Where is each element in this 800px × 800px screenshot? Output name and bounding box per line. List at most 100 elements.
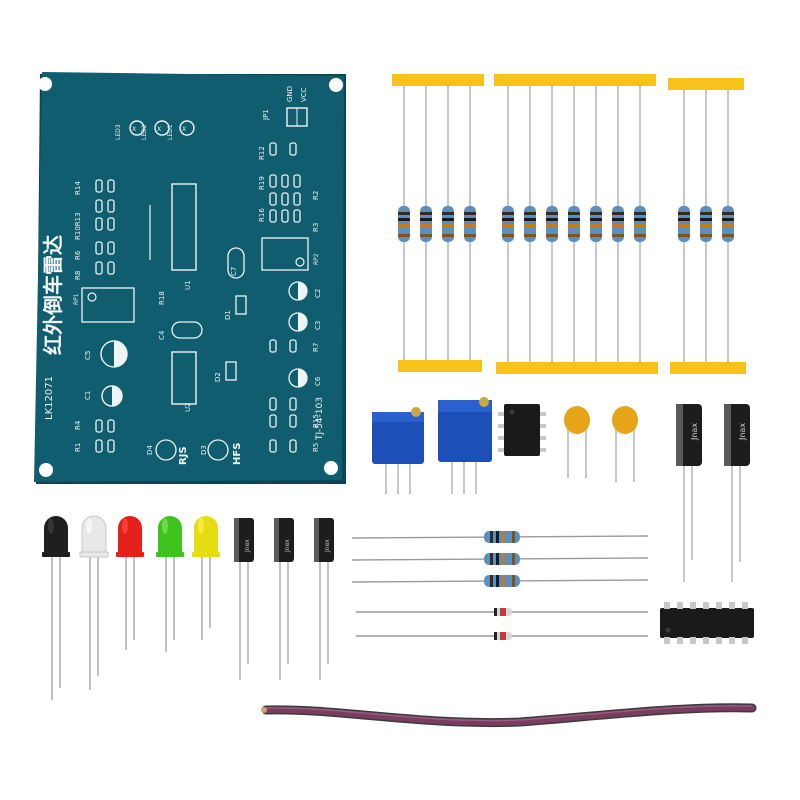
- electrolytic-cap-large-1: Jnax: [676, 404, 702, 582]
- board-model: LK12071: [44, 376, 55, 420]
- board-code: TJ-54-103: [315, 397, 325, 441]
- cap-brand: Jnax: [738, 423, 747, 441]
- electrolytic-cap-small: Jnex: [234, 518, 254, 680]
- resistor: [484, 553, 520, 565]
- ceramic-cap-2: [612, 406, 638, 482]
- svg-text:LED1: LED1: [167, 124, 174, 140]
- led-footprints: X X X LED3 LED2 LED1: [115, 120, 195, 140]
- svg-text:R3: R3: [312, 223, 320, 232]
- svg-text:R14: R14: [74, 181, 82, 195]
- mount-hole: [39, 463, 53, 477]
- horizontal-components: [351, 531, 649, 640]
- cap-brand: Jnex: [284, 539, 291, 553]
- svg-text:R18: R18: [158, 291, 166, 305]
- svg-text:X: X: [182, 126, 186, 133]
- cap-brand: Jnax: [690, 423, 699, 441]
- mount-hole: [38, 77, 52, 91]
- electrolytic-cap-small: Jnex: [274, 518, 294, 680]
- resistor: [398, 206, 410, 242]
- dip8-chip: [498, 404, 546, 456]
- trimmer-pot-1: [372, 407, 424, 494]
- svg-text:R19: R19: [258, 176, 266, 190]
- u1-footprint: [171, 183, 197, 271]
- led: [42, 516, 70, 700]
- u2-footprint: [171, 351, 197, 405]
- led: [79, 515, 109, 690]
- resistor: [502, 206, 514, 242]
- svg-text:C4: C4: [158, 330, 166, 340]
- svg-text:D4: D4: [146, 445, 154, 455]
- svg-text:LED2: LED2: [141, 124, 148, 140]
- sensor-rjs: RJS: [178, 446, 189, 465]
- small-electrolytic-caps: Jnex Jnex Jnex: [234, 518, 334, 680]
- svg-text:C7: C7: [230, 267, 238, 276]
- jumper-name: JP1: [262, 109, 270, 121]
- resistor: [590, 206, 602, 242]
- resistor: [464, 206, 476, 242]
- dip14-chip: [660, 602, 754, 644]
- sensor-hfs: HFS: [232, 443, 243, 465]
- svg-text:C5: C5: [84, 351, 92, 360]
- svg-text:R1: R1: [74, 443, 82, 452]
- svg-text:U1: U1: [184, 280, 192, 290]
- led: [116, 516, 144, 650]
- svg-text:RP1: RP1: [73, 293, 80, 305]
- ceramic-cap-1: [564, 406, 590, 478]
- svg-text:R8: R8: [74, 271, 82, 280]
- trimmer-pot-2: [438, 397, 492, 494]
- svg-text:R7: R7: [312, 343, 320, 352]
- svg-text:X: X: [157, 126, 161, 133]
- svg-text:C6: C6: [314, 376, 322, 386]
- cap-brand: Jnex: [244, 539, 251, 553]
- hookup-wire: [261, 703, 757, 728]
- mount-hole: [324, 461, 338, 475]
- svg-text:R16: R16: [258, 208, 266, 222]
- resistor-pads-right: [269, 142, 301, 453]
- svg-text:X: X: [132, 126, 136, 133]
- svg-text:R12: R12: [258, 146, 266, 160]
- rp1-footprint: [81, 287, 135, 323]
- led: [156, 516, 184, 652]
- resistor: [722, 206, 734, 242]
- resistor: [442, 206, 454, 242]
- resistor-pads-left: [95, 179, 115, 453]
- svg-text:R10R13: R10R13: [74, 212, 82, 240]
- led-set: [42, 515, 220, 700]
- svg-text:C3: C3: [314, 321, 322, 330]
- vertical-resistors: [398, 206, 734, 242]
- pcb-board: 红外倒车雷达 LK12071 TJ-54-103 GND VCC JP1 X X…: [34, 72, 346, 484]
- led: [192, 516, 220, 640]
- resistor: [546, 206, 558, 242]
- resistor: [634, 206, 646, 242]
- cap-brand: Jnex: [324, 539, 331, 553]
- resistor: [678, 206, 690, 242]
- svg-text:R2: R2: [312, 191, 320, 200]
- svg-text:R15: R15: [312, 414, 320, 428]
- resistor: [700, 206, 712, 242]
- svg-text:RP2: RP2: [313, 253, 320, 265]
- svg-text:D1: D1: [224, 310, 232, 320]
- svg-text:R6: R6: [74, 250, 82, 260]
- svg-text:C1: C1: [84, 391, 92, 400]
- electrolytic-cap-small: Jnex: [314, 518, 334, 680]
- svg-text:D3: D3: [200, 445, 208, 455]
- diode-1: [494, 608, 512, 616]
- mount-hole: [329, 78, 343, 92]
- svg-text:LED3: LED3: [115, 124, 122, 140]
- resistor: [524, 206, 536, 242]
- board-title: 红外倒车雷达: [41, 235, 65, 355]
- svg-text:U2: U2: [184, 402, 192, 412]
- svg-text:D2: D2: [214, 372, 222, 382]
- resistor: [484, 531, 520, 543]
- electrolytic-cap-large-2: Jnax: [724, 404, 750, 582]
- resistor: [612, 206, 624, 242]
- jumper-vcc-label: VCC: [300, 87, 308, 102]
- jumper-gnd-label: GND: [286, 86, 294, 102]
- diode-2: [494, 632, 512, 640]
- svg-text:R5: R5: [312, 443, 320, 452]
- svg-text:R4: R4: [74, 420, 82, 430]
- resistor: [484, 575, 520, 587]
- resistor: [420, 206, 432, 242]
- rp2-footprint: [261, 237, 309, 271]
